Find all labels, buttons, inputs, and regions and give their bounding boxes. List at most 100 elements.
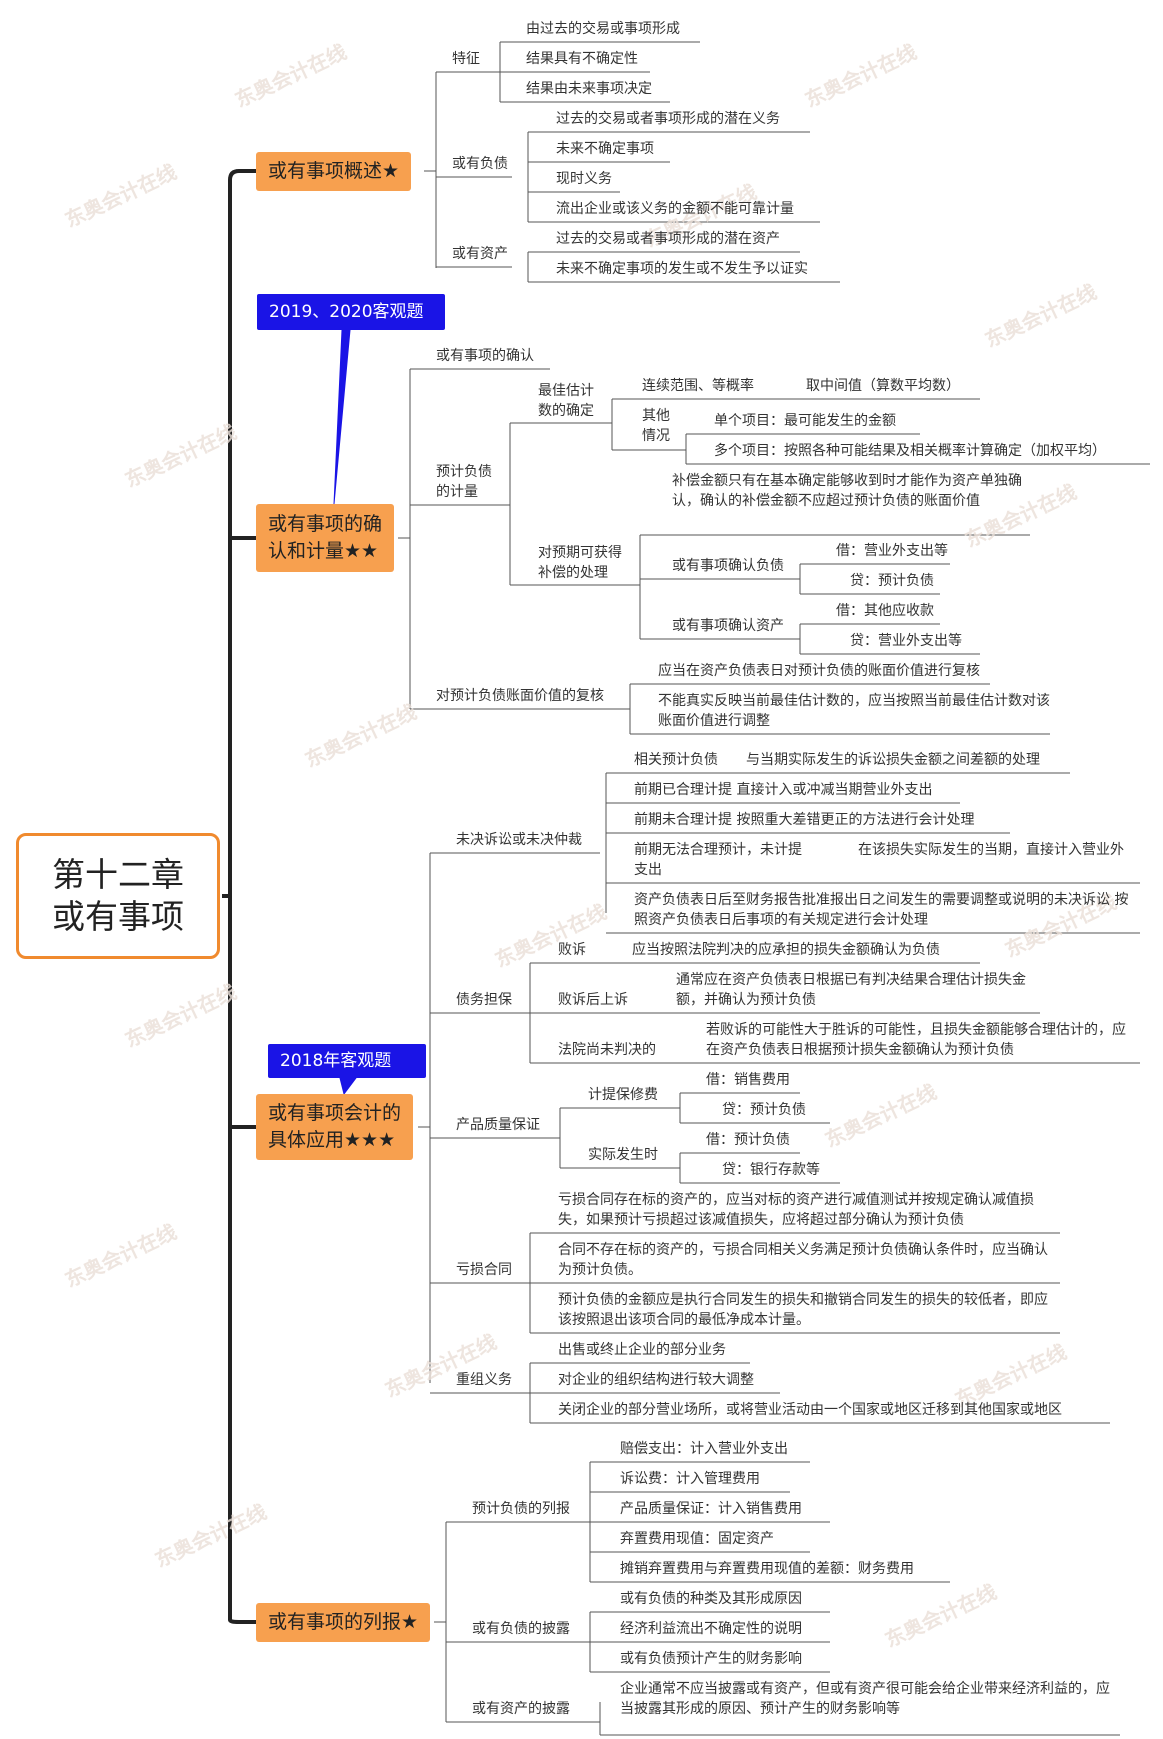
node-review-2[interactable]: 不能真实反映当前最佳估计数的，应当按照当前最佳估计数对该账面价值进行调整 (658, 693, 1050, 729)
branch-recognition-measurement[interactable]: 或有事项的确 认和计量★★ (256, 504, 395, 572)
branch-overview[interactable]: 或有事项概述★ (256, 152, 412, 191)
node-d3[interactable]: 或有负债预计产生的财务影响 (620, 1651, 802, 1667)
node-w4[interactable]: 贷：银行存款等 (722, 1162, 820, 1178)
node-ad1[interactable]: 企业通常不应当披露或有资产，但或有资产很可能会给企业带来经济利益的，应当披露其形… (620, 1681, 1110, 1717)
node-midpoint[interactable]: 取中间值（算数平均数） (806, 378, 960, 394)
node-g1b[interactable]: 应当按照法院判决的应承担的损失金额确认为负债 (632, 942, 940, 958)
node-d1[interactable]: 或有负债的种类及其形成原因 (620, 1591, 802, 1607)
node-asset-1[interactable]: 过去的交易或者事项形成的潜在资产 (556, 231, 780, 247)
node-asset-disclosure[interactable]: 或有资产的披露 (472, 1701, 570, 1717)
node-lit-5[interactable]: 资产负债表日后至财务报告批准报出日之间发生的需要调整或说明的未决诉讼 按照资产负… (634, 892, 1129, 928)
node-p3[interactable]: 产品质量保证：计入销售费用 (620, 1501, 802, 1517)
node-g1a[interactable]: 败诉 (558, 942, 586, 958)
node-debit-2[interactable]: 借：其他应收款 (836, 603, 934, 619)
node-line: 对预期可获得 (538, 545, 622, 561)
node-w3[interactable]: 借：预计负债 (706, 1132, 790, 1148)
node-line: 情况 (642, 428, 670, 444)
node-compensation-note[interactable]: 补偿金额只有在基本确定能够收到时才能作为资产单独确认，确认的补偿金额不应超过预计… (672, 473, 1022, 509)
node-liability-2[interactable]: 未来不确定事项 (556, 141, 654, 157)
node-r1[interactable]: 出售或终止企业的部分业务 (558, 1342, 726, 1358)
node-p5[interactable]: 摊销弃置费用与弃置费用现值的差额：财务费用 (620, 1561, 914, 1577)
node-w2[interactable]: 贷：预计负债 (722, 1102, 806, 1118)
node-liability-disclosure[interactable]: 或有负债的披露 (472, 1621, 570, 1637)
node-single-item[interactable]: 单个项目：最可能发生的金额 (714, 413, 896, 429)
node-warranty[interactable]: 产品质量保证 (456, 1117, 540, 1133)
branch-line: 认和计量★★ (268, 540, 379, 562)
node-ls-1[interactable]: 亏损合同存在标的资产的，应当对标的资产进行减值测试并按规定确认减值损失，如果预计… (558, 1192, 1034, 1228)
node-credit-2[interactable]: 贷：营业外支出等 (850, 633, 962, 649)
node-lit-1b[interactable]: 与当期实际发生的诉讼损失金额之间差额的处理 (746, 752, 1040, 768)
node-recognition[interactable]: 或有事项的确认 (436, 348, 534, 364)
node-restructuring[interactable]: 重组义务 (456, 1372, 512, 1388)
node-line: 数的确定 (538, 403, 594, 419)
node-contingent-liability[interactable]: 或有负债 (452, 156, 508, 172)
node-feature[interactable]: 特征 (452, 51, 480, 67)
node-feature-3[interactable]: 结果由未来事项决定 (526, 81, 652, 97)
root-title-line1: 第十二章 (52, 855, 184, 894)
node-feature-2[interactable]: 结果具有不确定性 (526, 51, 638, 67)
node-other-cases[interactable]: 其他 情况 (642, 406, 670, 446)
node-review[interactable]: 对预计负债账面价值的复核 (436, 688, 604, 704)
node-p2[interactable]: 诉讼费：计入管理费用 (620, 1471, 760, 1487)
node-w1[interactable]: 借：销售费用 (706, 1072, 790, 1088)
node-lit-1a[interactable]: 相关预计负债 (634, 752, 718, 768)
root-node[interactable]: 第十二章 或有事项 (16, 833, 220, 959)
branch-presentation[interactable]: 或有事项的列报★ (256, 1603, 431, 1642)
node-r2[interactable]: 对企业的组织结构进行较大调整 (558, 1372, 754, 1388)
node-g2a[interactable]: 败诉后上诉 (558, 992, 628, 1008)
node-line: 最佳估计 (538, 383, 594, 399)
node-line: 预计负债 (436, 464, 492, 480)
node-asset-2[interactable]: 未来不确定事项的发生或不发生予以证实 (556, 261, 808, 277)
exam-badge-2019-2020: 2019、2020客观题 (257, 294, 445, 330)
node-recognize-asset[interactable]: 或有事项确认资产 (672, 618, 784, 634)
node-g3b[interactable]: 若败诉的可能性大于胜诉的可能性，且损失金额能够合理估计的，应在资产负债表日根据预… (706, 1022, 1126, 1058)
trunk-line (222, 169, 256, 898)
node-p1[interactable]: 赔偿支出：计入营业外支出 (620, 1441, 788, 1457)
node-compensation[interactable]: 对预期可获得 补偿的处理 (538, 543, 622, 583)
node-lit-4a[interactable]: 前期无法合理预计，未计提 (634, 842, 802, 858)
node-litigation[interactable]: 未决诉讼或未决仲裁 (456, 832, 582, 848)
node-g3a[interactable]: 法院尚未判决的 (558, 1042, 656, 1058)
node-g2b[interactable]: 通常应在资产负债表日根据已有判决结果合理估计损失金额，并确认为预计负债 (676, 972, 1026, 1008)
badge-pointer (339, 1077, 357, 1096)
node-liability-4[interactable]: 流出企业或该义务的金额不能可靠计量 (556, 201, 794, 217)
trunk-line (228, 896, 256, 1624)
node-warranty-accrue[interactable]: 计提保修费 (588, 1087, 658, 1103)
node-best-estimate[interactable]: 最佳估计 数的确定 (538, 381, 594, 421)
node-liability-3[interactable]: 现时义务 (556, 171, 612, 187)
node-d2[interactable]: 经济利益流出不确定性的说明 (620, 1621, 802, 1637)
node-p4[interactable]: 弃置费用现值：固定资产 (620, 1531, 774, 1547)
branch-specific-application[interactable]: 或有事项会计的 具体应用★★★ (256, 1094, 414, 1160)
node-ls-3[interactable]: 预计负债的金额应是执行合同发生的损失和撤销合同发生的损失的较低者，即应该按照退出… (558, 1292, 1048, 1328)
branch-line: 或有事项的确 (268, 513, 383, 535)
node-line: 的计量 (436, 484, 478, 500)
node-line: 其他 (642, 408, 670, 424)
node-continuous-range[interactable]: 连续范围、等概率 (642, 378, 754, 394)
node-ls-2[interactable]: 合同不存在标的资产的，亏损合同相关义务满足预计负债确认条件时，应当确认为预计负债… (558, 1242, 1048, 1278)
node-multi-item[interactable]: 多个项目：按照各种可能结果及相关概率计算确定（加权平均） (714, 443, 1106, 459)
node-provision-presentation[interactable]: 预计负债的列报 (472, 1501, 570, 1517)
branch-line: 或有事项会计的 (268, 1102, 402, 1124)
badge-pointer (333, 329, 351, 505)
node-credit-1[interactable]: 贷：预计负债 (850, 573, 934, 589)
node-lit-4b[interactable]: 在该损失实际发生的当期，直接计入营业外支出 (634, 842, 1124, 878)
node-guarantee[interactable]: 债务担保 (456, 992, 512, 1008)
node-lit-2[interactable]: 前期已合理计提 直接计入或冲减当期营业外支出 (634, 782, 933, 798)
node-warranty-actual[interactable]: 实际发生时 (588, 1147, 658, 1163)
node-debit-1[interactable]: 借：营业外支出等 (836, 543, 948, 559)
node-recognize-liability[interactable]: 或有事项确认负债 (672, 558, 784, 574)
node-feature-1[interactable]: 由过去的交易或事项形成 (526, 21, 680, 37)
branch-line: 具体应用★★★ (268, 1129, 396, 1151)
node-lit-3[interactable]: 前期未合理计提 按照重大差错更正的方法进行会计处理 (634, 812, 975, 828)
node-onerous[interactable]: 亏损合同 (456, 1262, 512, 1278)
node-line: 补偿的处理 (538, 565, 608, 581)
root-title-line2: 或有事项 (52, 897, 184, 936)
node-contingent-asset[interactable]: 或有资产 (452, 246, 508, 262)
node-review-1[interactable]: 应当在资产负债表日对预计负债的账面价值进行复核 (658, 663, 980, 679)
exam-badge-2018: 2018年客观题 (268, 1044, 426, 1078)
node-liability-1[interactable]: 过去的交易或者事项形成的潜在义务 (556, 111, 780, 127)
node-liability-measure[interactable]: 预计负债 的计量 (436, 462, 492, 502)
node-r3[interactable]: 关闭企业的部分营业场所，或将营业活动由一个国家或地区迁移到其他国家或地区 (558, 1402, 1062, 1418)
